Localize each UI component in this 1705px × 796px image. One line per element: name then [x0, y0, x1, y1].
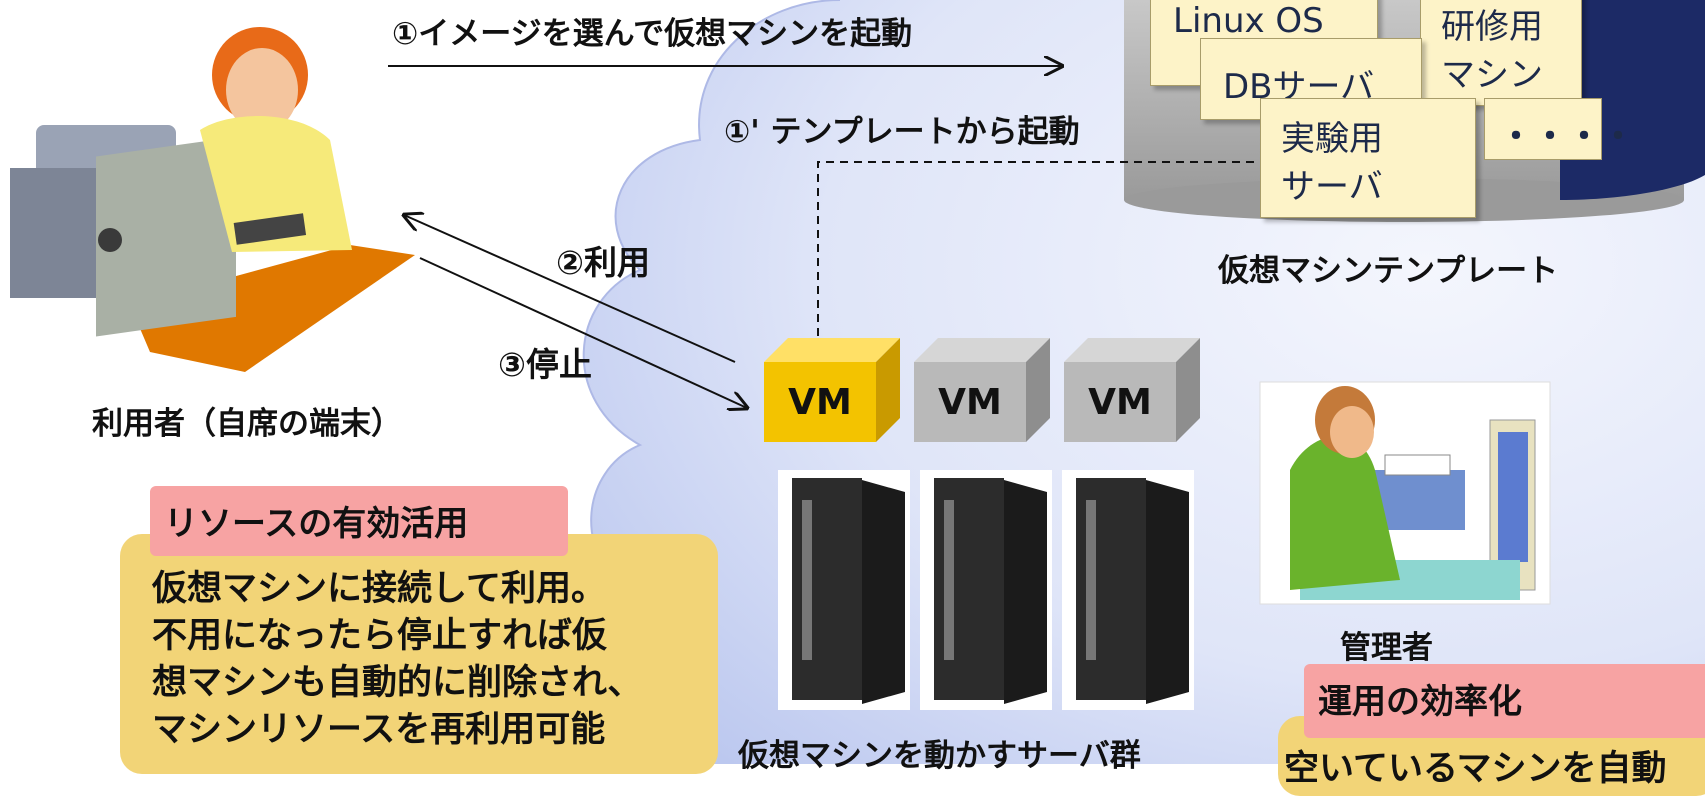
resource-note-line: 想マシンも自動的に削除され、 — [152, 663, 643, 703]
resource-note-line: 不用になったら停止すれば仮 — [152, 616, 608, 656]
vm-label: VM — [788, 381, 852, 423]
resource-note-line: マシンリソースを再利用可能 — [152, 710, 606, 750]
template-experiment-line1: 実験用 — [1281, 119, 1383, 159]
vm-label: VM — [938, 381, 1002, 423]
ops-note-title: 運用の効率化 — [1304, 664, 1705, 738]
template-more-label: ・・・・ — [1499, 117, 1635, 157]
template-experiment-line2: サーバ — [1281, 167, 1383, 207]
vm-cubes — [764, 338, 1200, 442]
step1-label: ①イメージを選んで仮想マシンを起動 — [392, 16, 913, 52]
user-caption: 利用者（自席の端末） — [92, 406, 402, 442]
template-training-line1: 研修用 — [1441, 7, 1543, 47]
server-rack — [1062, 470, 1194, 710]
step2-label: ②利用 — [556, 243, 650, 282]
admin-caption: 管理者 — [1340, 630, 1433, 666]
template-training-line2: マシン — [1441, 55, 1543, 95]
template-doc-experiment: 実験用 サーバ — [1260, 98, 1476, 218]
resource-note-text: 仮想マシンに接続して利用。 不用になったら停止すれば仮 想マシンも自動的に削除さ… — [152, 566, 642, 754]
resource-note-title: リソースの有効活用 — [150, 486, 568, 556]
servers-caption: 仮想マシンを動かすサーバ群 — [738, 738, 1141, 774]
server-rack — [778, 470, 910, 710]
template-doc-more: ・・・・ — [1484, 98, 1635, 160]
vm-label: VM — [1088, 381, 1152, 423]
arrow-step3 — [419, 257, 747, 408]
resource-note-body — [120, 534, 718, 774]
ops-note-text: 空いているマシンを自動 — [1284, 749, 1667, 789]
user-at-desk-illustration — [10, 27, 415, 372]
server-racks — [778, 470, 1194, 710]
dashed-arrow-template — [817, 161, 1268, 358]
template-doc-training: 研修用 マシン — [1420, 0, 1582, 106]
template-linux-label: Linux OS — [1173, 1, 1324, 41]
step3-label: ③停止 — [498, 345, 592, 384]
admin-at-computer-illustration — [1259, 381, 1551, 605]
server-rack — [920, 470, 1052, 710]
resource-note-line: 仮想マシンに接続して利用。 — [152, 569, 606, 609]
arrow-step2 — [404, 215, 736, 363]
step1b-label: ①' テンプレートから起動 — [724, 114, 1080, 150]
template-caption: 仮想マシンテンプレート — [1218, 253, 1559, 289]
